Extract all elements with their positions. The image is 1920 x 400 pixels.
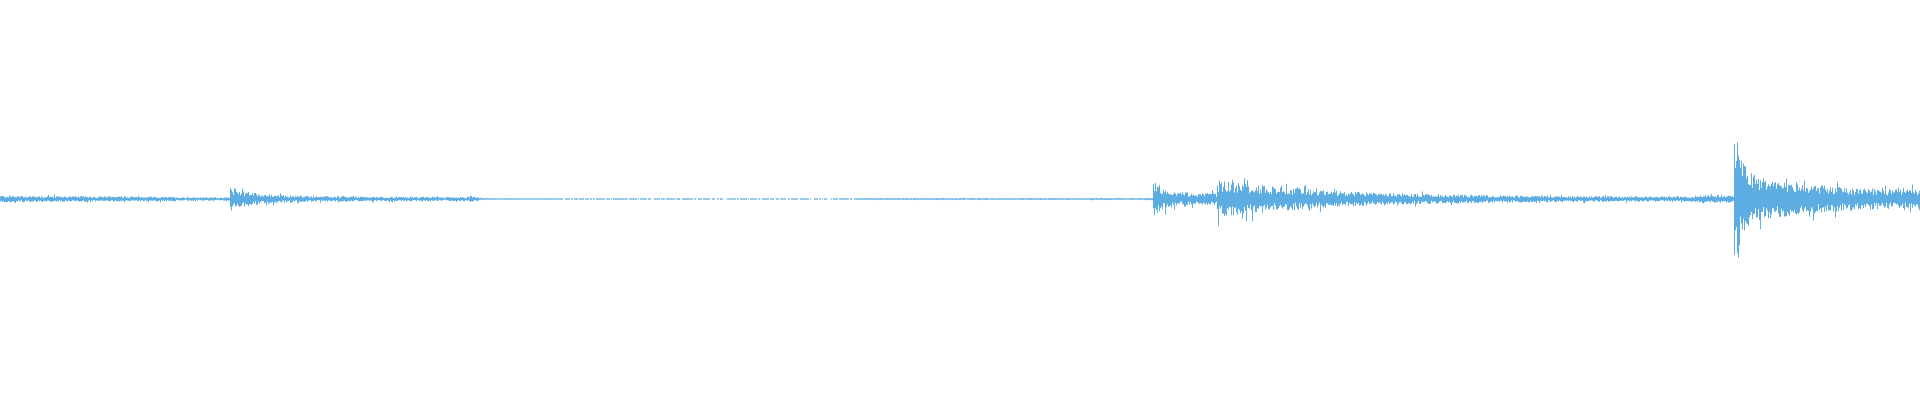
waveform-samples [0, 142, 1920, 258]
